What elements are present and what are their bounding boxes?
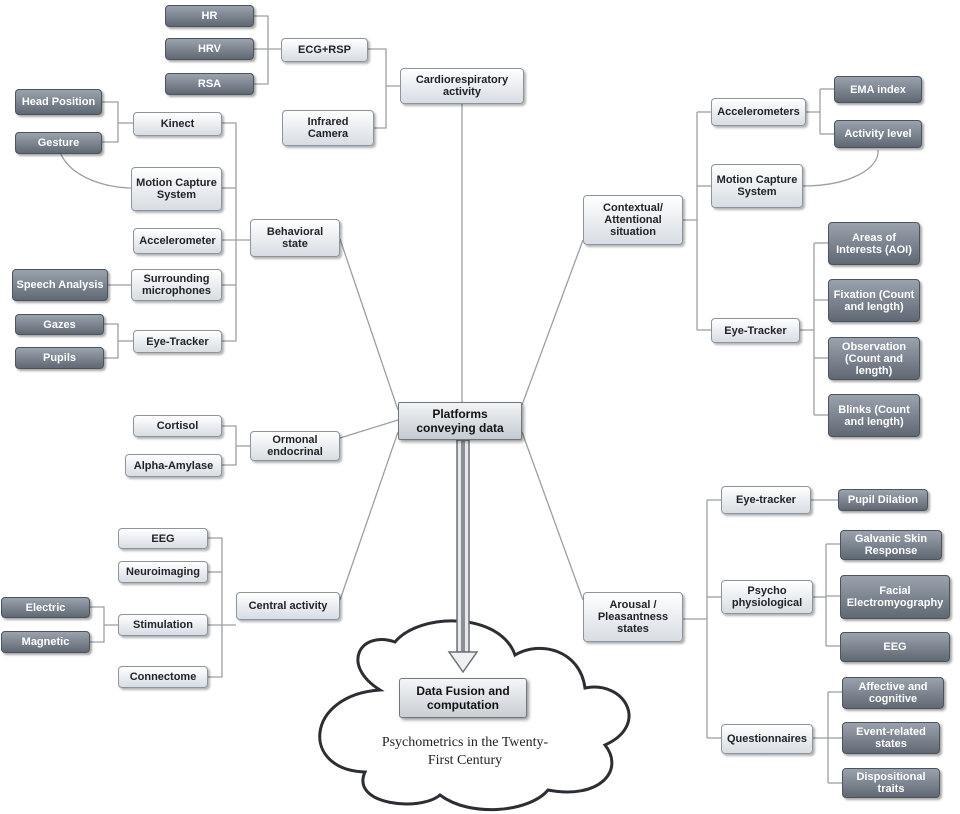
- ema-index-node: EMA index: [834, 76, 922, 103]
- infrared-camera-node: Infrared Camera: [282, 110, 374, 146]
- gazes-node: Gazes: [15, 314, 104, 335]
- contextual-attentional-node: Contextual/ Attentional situation: [583, 195, 683, 245]
- eye-tracker-right-node: Eye-Tracker: [711, 318, 800, 343]
- central-activity-node: Central activity: [236, 592, 340, 620]
- speech-analysis-node: Speech Analysis: [12, 269, 108, 301]
- event-related-states-node: Event-related states: [842, 722, 940, 754]
- electric-node: Electric: [1, 597, 90, 618]
- pupil-dilation-node: Pupil Dilation: [838, 489, 928, 511]
- motion-capture-right-node: Motion Capture System: [711, 164, 803, 208]
- hrv-node: HRV: [165, 38, 254, 60]
- kinect-node: Kinect: [133, 112, 222, 136]
- cortisol-node: Cortisol: [133, 415, 222, 437]
- blinks-node: Blinks (Count and length): [828, 394, 920, 437]
- cardiorespiratory-node: Cardiorespiratory activity: [400, 68, 524, 104]
- gesture-node: Gesture: [15, 132, 102, 154]
- eye-tracker-arousal-node: Eye-tracker: [721, 486, 811, 514]
- facial-electromyography-node: Facial Electromyography: [840, 575, 950, 619]
- head-position-node: Head Position: [15, 89, 102, 115]
- psycho-physiological-node: Psycho physiological: [721, 580, 813, 614]
- cloud-subtitle: Psychometrics in the Twenty-First Centur…: [381, 735, 549, 768]
- accelerometer-node: Accelerometer: [133, 228, 222, 254]
- surrounding-microphones-node: Surrounding microphones: [131, 269, 222, 301]
- ecg-rsp-node: ECG+RSP: [281, 38, 368, 62]
- data-flow-arrow: [447, 439, 479, 674]
- alpha-amylase-node: Alpha-Amylase: [125, 454, 222, 477]
- connectome-node: Connectome: [118, 666, 208, 688]
- hr-node: HR: [165, 5, 254, 27]
- ormonal-endocrinal-node: Ormonal endocrinal: [250, 431, 340, 461]
- magnetic-node: Magnetic: [1, 631, 90, 653]
- questionnaires-node: Questionnaires: [721, 724, 813, 754]
- observation-node: Observation (Count and length): [828, 337, 920, 380]
- data-fusion-node: Data Fusion and computation: [399, 678, 527, 718]
- connector-lines: [59, 15, 879, 784]
- neuroimaging-node: Neuroimaging: [118, 561, 208, 583]
- galvanic-skin-response-node: Galvanic Skin Response: [840, 530, 942, 560]
- accelerometers-node: Accelerometers: [711, 98, 806, 126]
- arousal-pleasantness-node: Arousal / Pleasantness states: [583, 592, 683, 642]
- affective-cognitive-node: Affective and cognitive: [842, 677, 944, 709]
- behavioral-state-node: Behavioral state: [250, 219, 340, 257]
- rsa-node: RSA: [165, 73, 254, 95]
- dispositional-traits-node: Dispositional traits: [842, 768, 940, 798]
- eeg-right-node: EEG: [840, 632, 950, 662]
- motion-capture-left-node: Motion Capture System: [131, 167, 222, 211]
- fixation-node: Fixation (Count and length): [828, 279, 920, 322]
- eeg-left-node: EEG: [118, 528, 208, 549]
- platforms-node: Platforms conveying data: [398, 402, 522, 440]
- aoi-node: Areas of Interests (AOI): [828, 222, 920, 265]
- stimulation-node: Stimulation: [118, 614, 208, 636]
- pupils-node: Pupils: [15, 347, 104, 369]
- eye-tracker-left-node: Eye-Tracker: [133, 330, 222, 353]
- activity-level-node: Activity level: [834, 120, 922, 148]
